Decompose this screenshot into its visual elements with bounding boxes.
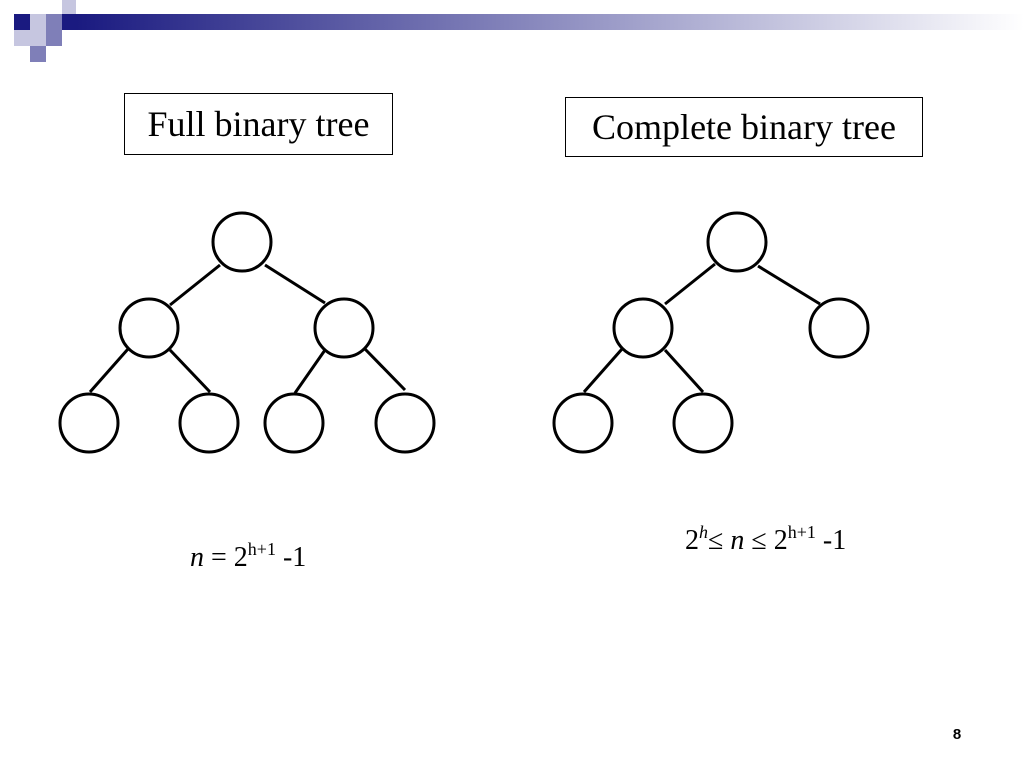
tree-node (374, 392, 436, 454)
tree-edge (88, 348, 130, 393)
tree-node (313, 297, 375, 359)
complete-tree-node-count-formula: 2h≤ n ≤ 2h+1 -1 (685, 523, 847, 556)
tree-node (706, 211, 768, 273)
header-square (14, 30, 30, 46)
tree-edge (168, 348, 212, 394)
tree-edge (663, 348, 705, 394)
formula-base: 2 (233, 542, 248, 573)
tree-node (672, 392, 734, 454)
header-square (62, 0, 76, 14)
header-square (30, 30, 46, 46)
header-square (30, 14, 46, 30)
tree-edge (757, 264, 821, 306)
full-binary-tree-title: Full binary tree (124, 93, 393, 155)
tree-node (263, 392, 325, 454)
header-gradient-bar (76, 14, 1024, 30)
page-number: 8 (952, 726, 962, 743)
header-square (62, 14, 76, 30)
complete-binary-tree-title-text: Complete binary tree (592, 107, 896, 147)
tree-node (552, 392, 614, 454)
complete-binary-tree-title: Complete binary tree (565, 97, 923, 157)
formula-exponent: h+1 (247, 539, 276, 559)
tree-edge (664, 262, 716, 306)
formula-variable-n: n (730, 525, 745, 556)
tree-node (211, 211, 273, 273)
full-binary-tree (58, 211, 436, 454)
tree-node (178, 392, 240, 454)
tree-edge (264, 263, 326, 305)
formula-base: 2 (773, 525, 788, 556)
tree-edge (169, 263, 221, 307)
formula-exponent: h (699, 522, 708, 542)
header-square (30, 46, 46, 62)
header-decoration (14, 0, 1024, 62)
tree-edge (293, 349, 327, 394)
formula-minus-one: -1 (822, 525, 847, 556)
tree-node (58, 392, 120, 454)
tree-node (612, 297, 674, 359)
formula-exponent: h+1 (787, 522, 816, 542)
formula-equals: = (211, 542, 227, 573)
header-square (46, 30, 62, 46)
header-square (14, 14, 30, 30)
formula-variable-n: n (190, 542, 204, 573)
formula-less-equal: ≤ (708, 525, 724, 556)
tree-edge (363, 347, 407, 392)
tree-edge (582, 348, 624, 393)
formula-exponent-h: h (699, 522, 708, 542)
tree-node (118, 297, 180, 359)
formula-base: 2 (685, 525, 699, 556)
formula-less-equal: ≤ (751, 525, 767, 556)
full-binary-tree-title-text: Full binary tree (147, 104, 370, 144)
formula-minus-one: -1 (282, 542, 307, 573)
complete-binary-tree (552, 211, 870, 454)
full-tree-node-count-formula: n = 2h+1 -1 (190, 540, 307, 573)
tree-node (808, 297, 870, 359)
header-square (46, 14, 62, 30)
